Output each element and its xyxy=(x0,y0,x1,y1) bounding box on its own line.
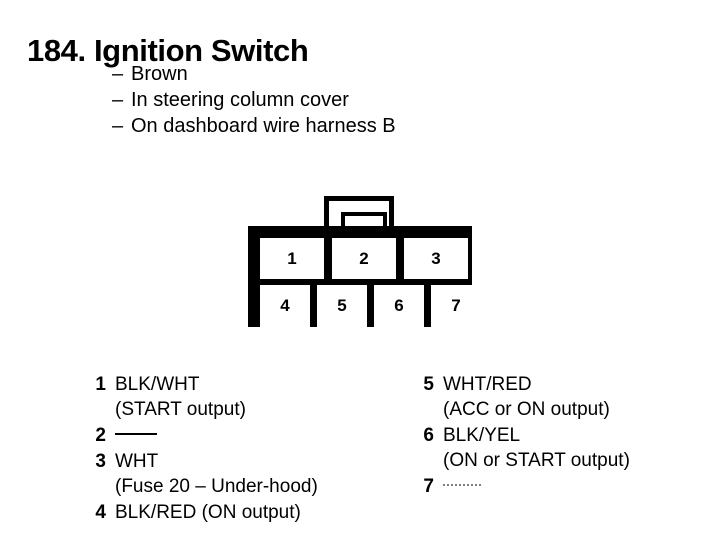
pin-wire-color: WHT xyxy=(115,451,159,472)
pin-legend-entry: 4 BLK/RED (ON output) xyxy=(84,500,318,525)
note-text: On dashboard wire harness B xyxy=(131,115,396,137)
connector-note: –Brown xyxy=(112,61,396,87)
pin-legend-line: 1(START output) xyxy=(84,397,318,422)
pin-wire-color: BLK/RED (ON output) xyxy=(115,502,301,523)
pin-legend-right: 5 WHT/RED5(ACC or ON output) 6 BLK/YEL6(ON … xyxy=(412,372,630,500)
connector-cavity-3: 3 xyxy=(404,238,468,279)
note-text: Brown xyxy=(131,63,188,85)
note-text: In steering column cover xyxy=(131,89,349,111)
connector-cavity-6: 6 xyxy=(374,285,424,327)
pin-legend-entry: 2 xyxy=(84,423,318,448)
pin-legend-entry: 5 WHT/RED5(ACC or ON output) xyxy=(412,372,630,422)
pin-legend-line: 5 WHT/RED xyxy=(412,372,630,397)
pin-number: 3 xyxy=(95,451,106,472)
connector-note: –On dashboard wire harness B xyxy=(112,113,396,139)
pin-legend-line: 4 BLK/RED (ON output) xyxy=(84,500,318,525)
pin-number: 1 xyxy=(95,374,106,395)
note-dash-marker: – xyxy=(112,89,124,111)
pin-legend-line: 1 BLK/WHT xyxy=(84,372,318,397)
pin-function-detail: (Fuse 20 – Under-hood) xyxy=(115,476,318,497)
pin-legend-entry: 7 xyxy=(412,474,630,499)
pin-function-detail: (START output) xyxy=(115,399,246,420)
connector-cavity-1: 1 xyxy=(260,238,324,279)
note-dash-marker: – xyxy=(112,63,124,85)
pin-number: 6 xyxy=(423,425,434,446)
connector-note: –In steering column cover xyxy=(112,87,396,113)
pin-wire-color: WHT/RED xyxy=(443,374,532,395)
pin-legend-entry: 1 BLK/WHT1(START output) xyxy=(84,372,318,422)
pin-number: 4 xyxy=(95,502,106,523)
pin-function-detail: (ON or START output) xyxy=(443,450,630,471)
connector-notes-list: –Brown–In steering column cover–On dashb… xyxy=(112,61,396,139)
pin-legend-entry: 3 WHT3(Fuse 20 – Under-hood) xyxy=(84,449,318,499)
pin-legend-entry: 6 BLK/YEL6(ON or START output) xyxy=(412,423,630,473)
pin-legend-line: 5(ACC or ON output) xyxy=(412,397,630,422)
connector-latch-tab xyxy=(324,196,394,235)
pin-legend-line: 3(Fuse 20 – Under-hood) xyxy=(84,474,318,499)
connector-cavity-7: 7 xyxy=(431,285,481,327)
pin-number: 5 xyxy=(423,374,434,395)
pin-unused-dash xyxy=(443,484,481,486)
pin-legend-line: 7 xyxy=(412,474,630,499)
note-dash-marker: – xyxy=(112,115,124,137)
pin-legend-left: 1 BLK/WHT1(START output) 2 3 WHT3(Fuse 20 – … xyxy=(84,372,318,526)
pin-unused-dash xyxy=(115,433,157,435)
connector-cavity-4: 4 xyxy=(260,285,310,327)
pin-wire-color: BLK/YEL xyxy=(443,425,521,446)
pin-legend-line: 2 xyxy=(84,423,318,448)
pin-legend-line: 6 BLK/YEL xyxy=(412,423,630,448)
pin-wire-color: BLK/WHT xyxy=(115,374,200,395)
pin-number: 2 xyxy=(95,425,106,446)
page-title: 184. Ignition Switch xyxy=(27,32,309,68)
pin-number: 7 xyxy=(423,476,434,497)
pin-legend-line: 3 WHT xyxy=(84,449,318,474)
connector-latch-tab-inner xyxy=(341,212,387,235)
connector-cavity-5: 5 xyxy=(317,285,367,327)
pin-legend-line: 6(ON or START output) xyxy=(412,448,630,473)
connector-cavity-2: 2 xyxy=(332,238,396,279)
pin-function-detail: (ACC or ON output) xyxy=(443,399,610,420)
